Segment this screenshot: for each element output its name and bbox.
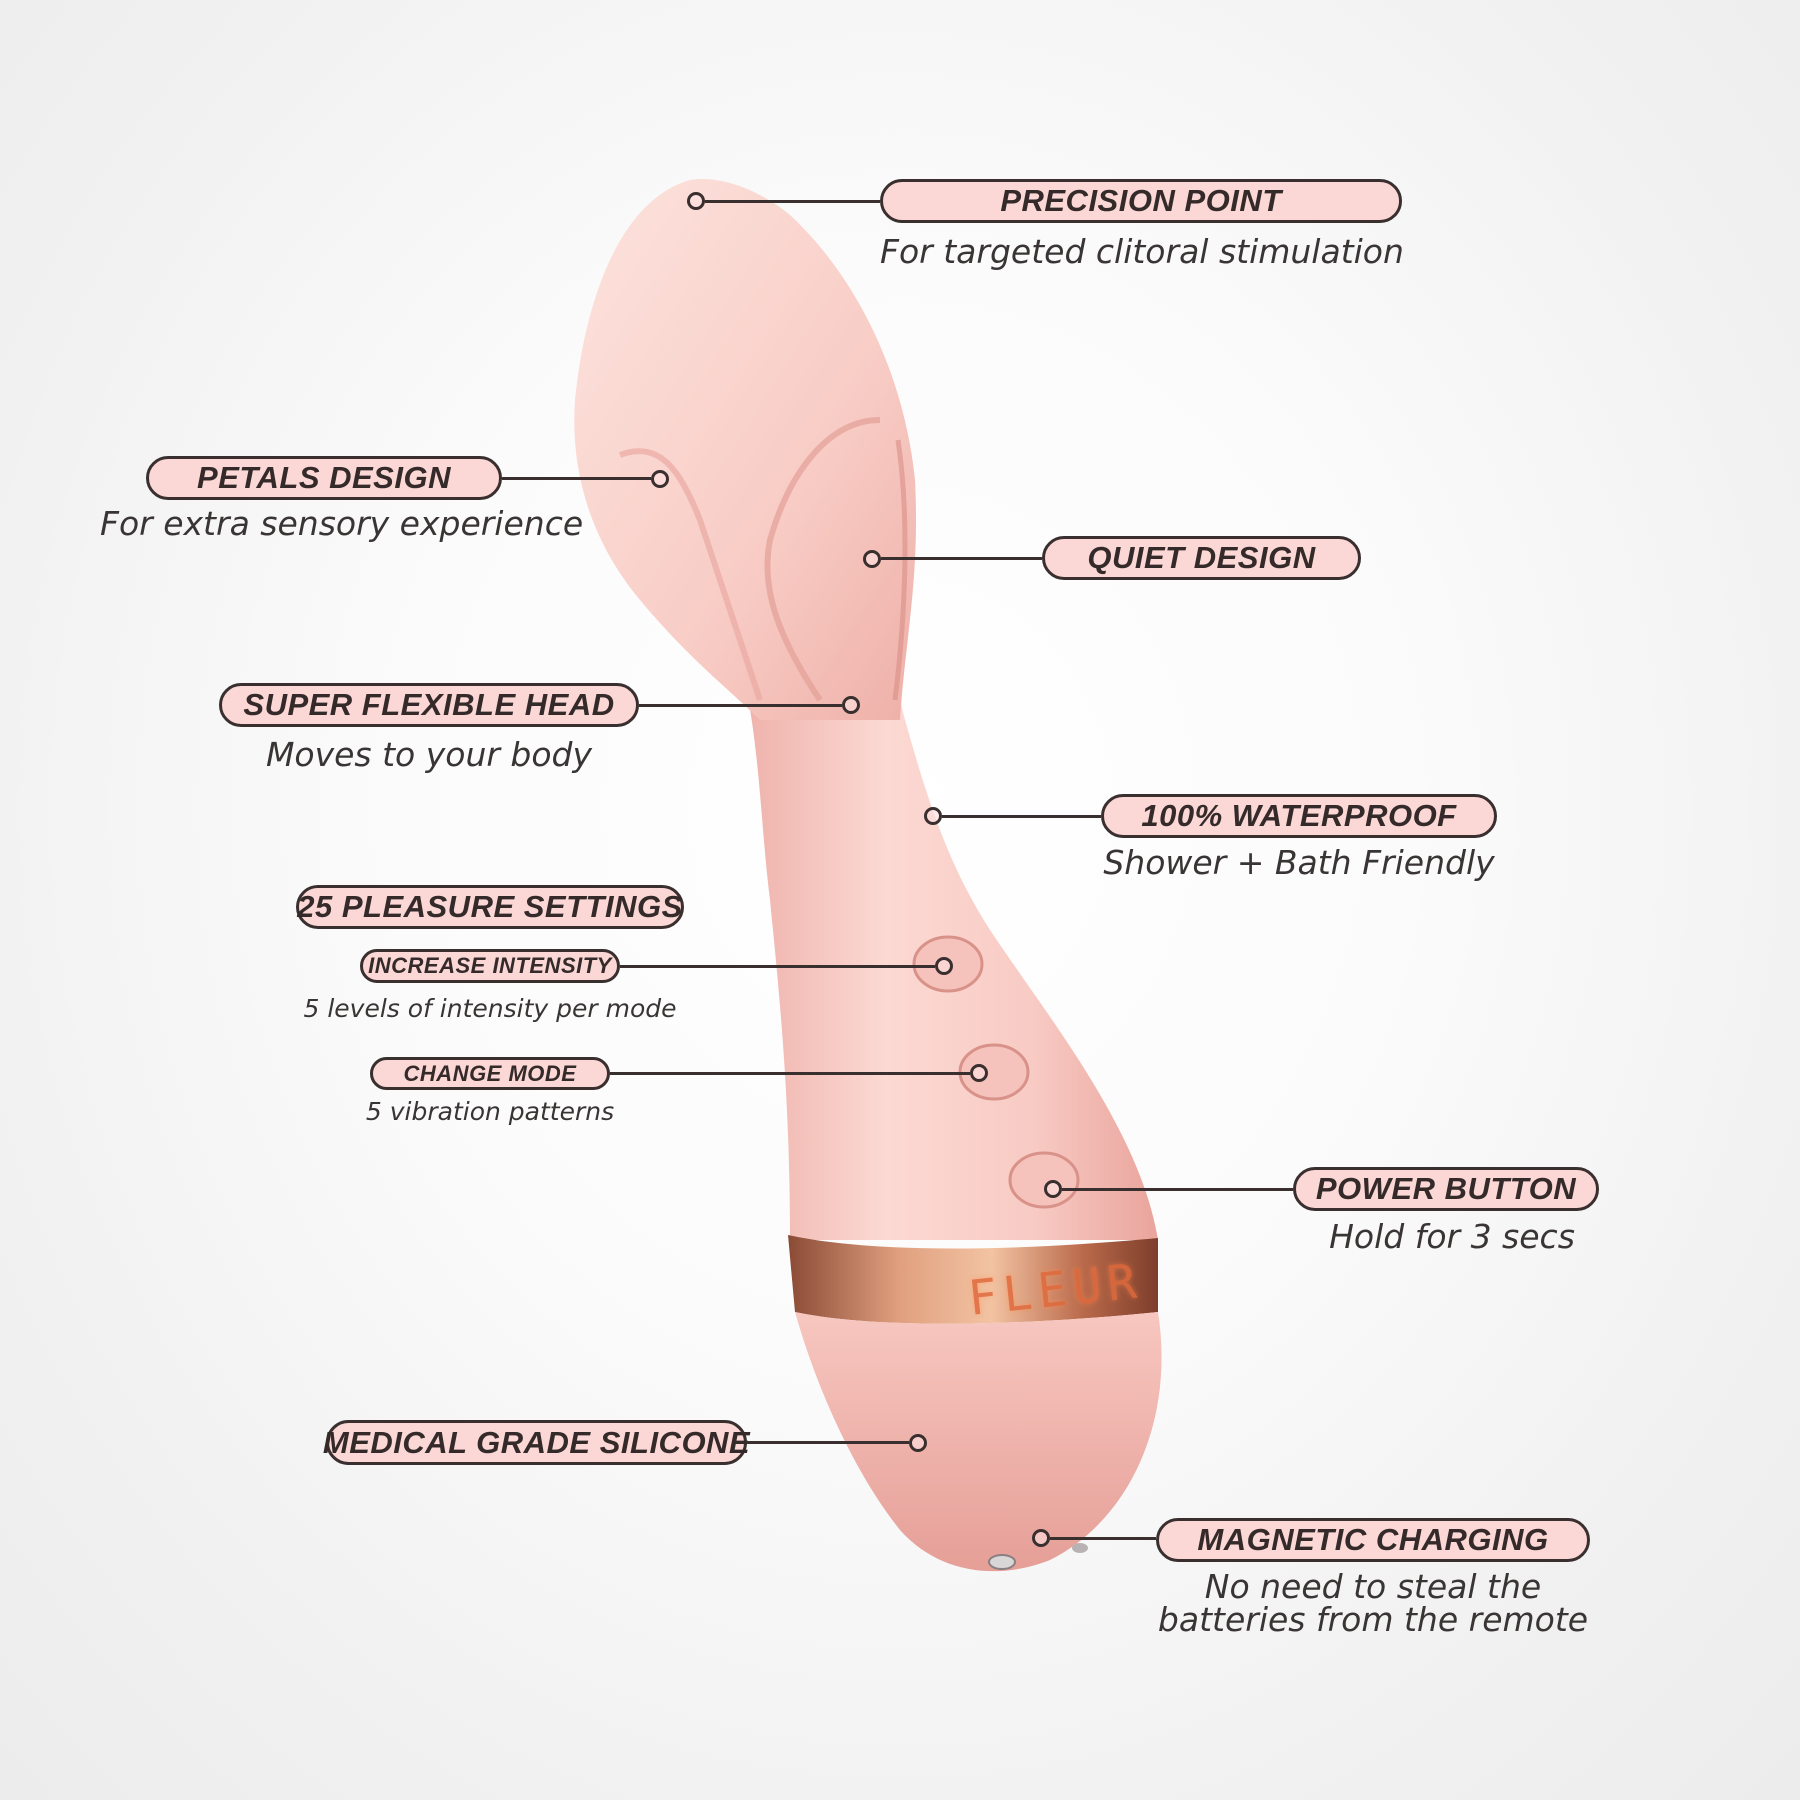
precision-point-label: PRECISION POINT (880, 179, 1402, 223)
quiet-design-marker[interactable] (863, 550, 881, 568)
waterproof-leader (942, 815, 1101, 818)
petals-design-subtitle: For extra sensory experience (100, 504, 584, 543)
super-flexible-head-leader (639, 704, 842, 707)
product-base (795, 1312, 1162, 1572)
product-handle (740, 620, 1158, 1240)
change-mode-subtitle: 5 vibration patterns (365, 1097, 615, 1126)
medical-grade-silicone-leader (747, 1441, 909, 1444)
precision-point-leader (705, 200, 880, 203)
petals-design-leader (502, 477, 651, 480)
petals-design-marker[interactable] (651, 470, 669, 488)
increase-intensity-marker[interactable] (935, 957, 953, 975)
power-button-leader (1062, 1188, 1293, 1191)
precision-point-marker[interactable] (687, 192, 705, 210)
pleasure-settings-label: 25 PLEASURE SETTINGS (296, 885, 684, 929)
waterproof-label: 100% WATERPROOF (1101, 794, 1497, 838)
change-mode-leader (610, 1072, 970, 1075)
change-mode-label: CHANGE MODE (370, 1057, 610, 1090)
product-band (788, 1235, 1158, 1324)
quiet-design-label: QUIET DESIGN (1042, 536, 1361, 580)
precision-point-subtitle: For targeted clitoral stimulation (880, 232, 1404, 271)
increase-intensity-label: INCREASE INTENSITY (360, 949, 620, 983)
petals-design-label: PETALS DESIGN (146, 456, 502, 500)
power-button-marker[interactable] (1044, 1180, 1062, 1198)
power-button-shape (1008, 1151, 1080, 1209)
magnetic-charging-subtitle-line2: batteries from the remote (1157, 1600, 1589, 1639)
change-mode-marker[interactable] (970, 1064, 988, 1082)
quiet-design-leader (881, 557, 1042, 560)
power-button-label: POWER BUTTON (1293, 1167, 1599, 1211)
magnetic-charging-label: MAGNETIC CHARGING (1156, 1518, 1590, 1562)
magnetic-charging-leader (1050, 1537, 1156, 1540)
super-flexible-head-subtitle: Moves to your body (265, 735, 593, 774)
petal-right (764, 417, 881, 702)
super-flexible-head-label: SUPER FLEXIBLE HEAD (219, 683, 639, 727)
increase-intensity-subtitle: 5 levels of intensity per mode (303, 994, 677, 1023)
power-button-subtitle: Hold for 3 secs (1329, 1217, 1575, 1256)
super-flexible-head-marker[interactable] (842, 696, 860, 714)
charging-contact (988, 1554, 1016, 1570)
petal-left (618, 448, 763, 701)
magnetic-charging-marker[interactable] (1032, 1529, 1050, 1547)
waterproof-subtitle: Shower + Bath Friendly (1103, 843, 1495, 882)
increase-intensity-leader (620, 965, 935, 968)
medical-grade-silicone-label: MEDICAL GRADE SILICONE (323, 1420, 750, 1465)
waterproof-marker[interactable] (924, 807, 942, 825)
magnetic-charging-subtitle-line1: No need to steal the (1204, 1567, 1542, 1606)
medical-grade-silicone-marker[interactable] (909, 1434, 927, 1452)
product-head (574, 179, 917, 720)
